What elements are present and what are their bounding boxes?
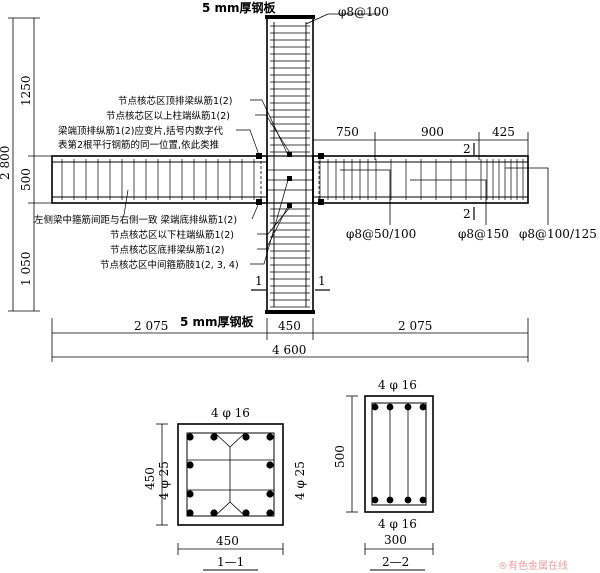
steel-plate-top: 5 mm厚钢板 — [202, 0, 315, 19]
svg-text:节点核芯区中间箍筋肢1(2, 3, 4): 节点核芯区中间箍筋肢1(2, 3, 4) — [100, 259, 239, 271]
rebar — [404, 403, 412, 411]
svg-text:450: 450 — [143, 467, 157, 490]
section-2-2: 4 φ 16 4 φ 16 500 300 2—2 — [333, 378, 434, 571]
watermark: ®有色金属在线 — [498, 559, 568, 572]
rebar — [210, 433, 218, 441]
svg-text:450: 450 — [216, 534, 239, 548]
rebar — [266, 509, 274, 517]
dim-left-total: 2 800 — [0, 146, 12, 180]
rebar — [266, 490, 274, 498]
svg-text:1: 1 — [318, 274, 326, 288]
svg-text:5 mm厚钢板: 5 mm厚钢板 — [180, 314, 255, 329]
rebar — [266, 461, 274, 469]
rebar — [386, 496, 394, 504]
rebar — [266, 433, 274, 441]
dimension-right-top — [312, 132, 529, 160]
svg-text:5 mm厚钢板: 5 mm厚钢板 — [202, 0, 277, 15]
beam-stirrup-3: φ8@100/125 — [519, 227, 597, 241]
svg-text:4 φ 16: 4 φ 16 — [378, 517, 417, 531]
rebar — [186, 461, 194, 469]
callout-leaders-upper — [236, 99, 291, 156]
dim-bottom-mid: 450 — [278, 319, 301, 333]
svg-text:2: 2 — [463, 207, 471, 221]
section-1-1: 4 φ 16 4 φ 25 4 φ 25 450 450 1—1 — [143, 406, 307, 571]
svg-text:4 φ 25: 4 φ 25 — [157, 461, 171, 500]
svg-text:4 φ 16: 4 φ 16 — [378, 378, 417, 392]
beam-left — [51, 155, 268, 204]
svg-text:表第2根平行钢筋的同一位置,依此类推: 表第2根平行钢筋的同一位置,依此类推 — [58, 139, 220, 151]
rebar — [186, 490, 194, 498]
dim-right-seg3: 425 — [492, 125, 515, 139]
svg-text:300: 300 — [384, 533, 407, 547]
svg-text:节点核芯区以上柱端纵筋1(2): 节点核芯区以上柱端纵筋1(2) — [106, 110, 230, 122]
rebar — [419, 496, 427, 504]
rebar — [210, 509, 218, 517]
svg-text:4 φ 16: 4 φ 16 — [211, 406, 250, 420]
dimension-bottom — [51, 318, 529, 362]
svg-text:4 φ 25: 4 φ 25 — [293, 461, 307, 500]
rebar — [386, 403, 394, 411]
dim-right-seg2: 900 — [421, 125, 444, 139]
dim-bottom-left: 2 075 — [134, 319, 168, 333]
svg-text:1: 1 — [255, 274, 263, 288]
callout-leaders-lower — [123, 179, 291, 265]
dim-left-mid: 500 — [19, 168, 33, 191]
beam-stirrup-leaders — [340, 167, 549, 225]
beam-stirrup-1: φ8@50/100 — [346, 227, 416, 241]
svg-text:φ8@100: φ8@100 — [338, 5, 389, 19]
svg-text:2—2: 2—2 — [382, 555, 409, 569]
dim-left-lower: 1 050 — [19, 252, 33, 286]
rebar — [242, 433, 250, 441]
rebar — [186, 509, 194, 517]
dimension-left — [8, 17, 60, 312]
steel-plate-bottom: 5 mm厚钢板 — [180, 310, 315, 329]
rebar — [404, 496, 412, 504]
svg-text:1—1: 1—1 — [217, 555, 244, 569]
rebar — [419, 403, 427, 411]
column-stirrup-label: φ8@100 — [305, 5, 389, 25]
svg-text:梁端顶排纵筋1(2)应变片,括号内数字代: 梁端顶排纵筋1(2)应变片,括号内数字代 — [58, 125, 224, 137]
dim-bottom-right: 2 075 — [398, 319, 432, 333]
svg-text:节点核芯区底排梁纵筋1(2): 节点核芯区底排梁纵筋1(2) — [110, 244, 225, 256]
svg-text:2: 2 — [463, 142, 471, 156]
strain-gauges — [256, 152, 324, 208]
rebar — [371, 403, 379, 411]
beam-right — [312, 155, 529, 204]
column — [266, 17, 314, 312]
svg-text:节点核芯区顶排梁纵筋1(2): 节点核芯区顶排梁纵筋1(2) — [118, 95, 233, 107]
dim-bottom-total: 4 600 — [272, 343, 306, 357]
svg-text:左侧梁中箍筋间距与右侧一致 梁端底排纵筋1(2): 左侧梁中箍筋间距与右侧一致 梁端底排纵筋1(2) — [34, 214, 237, 226]
dim-left-upper: 1250 — [19, 75, 33, 106]
rebar — [242, 509, 250, 517]
svg-text:500: 500 — [333, 445, 347, 468]
rebar — [186, 433, 194, 441]
svg-text:节点核芯区以下柱端纵筋1(2): 节点核芯区以下柱端纵筋1(2) — [110, 229, 234, 241]
rebar — [371, 496, 379, 504]
beam-stirrup-2: φ8@150 — [458, 227, 509, 241]
dim-right-seg1: 750 — [336, 125, 359, 139]
callouts-lower: 左侧梁中箍筋间距与右侧一致 梁端底排纵筋1(2) 节点核芯区以下柱端纵筋1(2)… — [34, 214, 239, 271]
callouts-upper: 节点核芯区顶排梁纵筋1(2) 节点核芯区以上柱端纵筋1(2) 梁端顶排纵筋1(2… — [58, 95, 233, 151]
